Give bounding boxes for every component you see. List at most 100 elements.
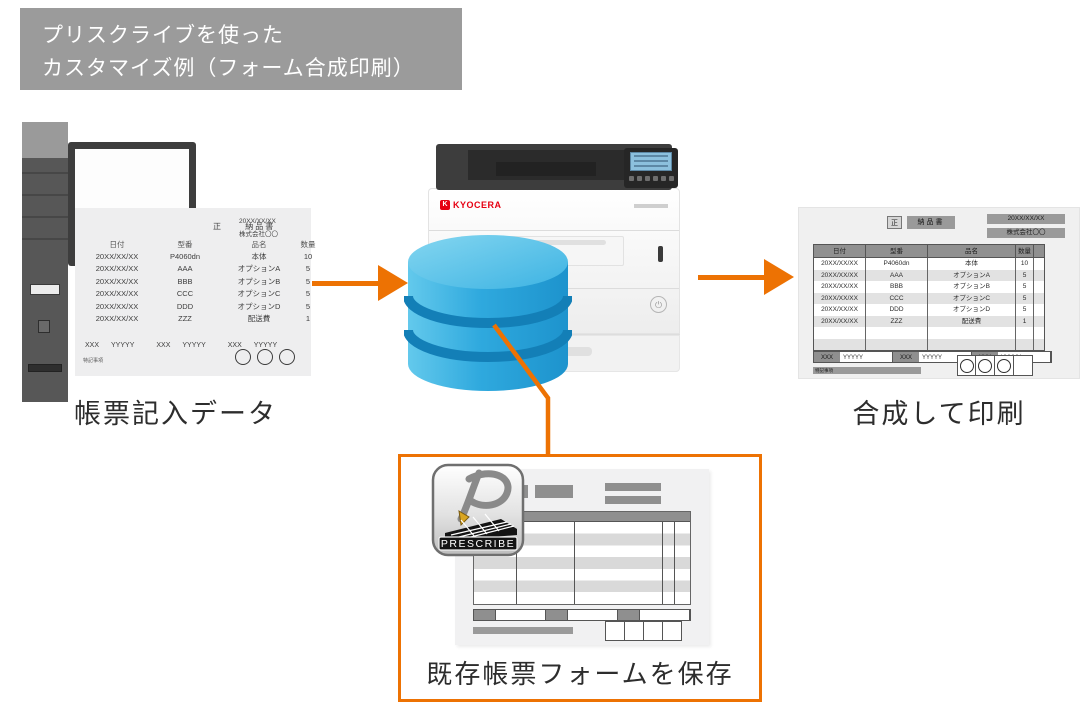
table-cell: オプションC bbox=[928, 292, 1016, 304]
formed-stamps bbox=[957, 355, 1033, 376]
column-header: 数量 bbox=[1016, 245, 1034, 258]
printer-output-tray bbox=[436, 144, 678, 190]
printer-usb-slot-icon bbox=[658, 246, 663, 262]
table-cell: XXX bbox=[156, 342, 171, 349]
table-cell bbox=[1016, 327, 1034, 339]
formed-table-header: 日付型番品名数量 bbox=[814, 245, 1044, 258]
page-title-line1: プリスクライブを使った bbox=[42, 24, 284, 47]
footer-cell: XXX bbox=[893, 352, 919, 362]
table-cell: BBB bbox=[177, 276, 193, 286]
table-cell: AAA bbox=[177, 264, 193, 274]
invoice-note: 特記事項 bbox=[83, 358, 104, 364]
column-header: 型番 bbox=[866, 245, 928, 258]
column-header: 品名 bbox=[928, 245, 1016, 258]
table-cell: 配送費 bbox=[928, 315, 1016, 327]
table-row: 20XX/XX/XX CCC オプションC 5 bbox=[85, 288, 319, 300]
printer-model-label bbox=[634, 204, 668, 208]
flow-arrow-left-icon bbox=[312, 265, 412, 301]
column-header bbox=[1034, 245, 1044, 258]
table-cell bbox=[1016, 338, 1034, 350]
table-cell: DDD bbox=[176, 301, 194, 311]
table-cell: 5 bbox=[1016, 304, 1034, 316]
seal-circle-icon bbox=[959, 358, 974, 373]
invoice-title: 納品書 bbox=[907, 216, 955, 229]
table-cell: 5 bbox=[305, 289, 311, 299]
plain-table-header: 日付型番品名数量 bbox=[85, 238, 319, 250]
printer-power-button-icon: ⏻ bbox=[650, 296, 667, 313]
table-cell: 5 bbox=[305, 264, 311, 274]
seal-circle-icon bbox=[257, 349, 273, 365]
table-cell: 5 bbox=[305, 276, 311, 286]
table-cell: オプションA bbox=[928, 269, 1016, 281]
table-cell: 20XX/XX/XX bbox=[95, 301, 139, 311]
plain-seals bbox=[235, 349, 295, 365]
table-cell: ZZZ bbox=[178, 314, 192, 324]
table-cell: YYYYY bbox=[111, 342, 135, 349]
invoice-note-bar: 特記事項 bbox=[813, 367, 921, 374]
table-cell: CCC bbox=[176, 289, 194, 299]
table-cell: 5 bbox=[1016, 281, 1034, 293]
table-cell bbox=[928, 327, 1016, 339]
prescribe-icon: PRESCRIBE bbox=[431, 463, 525, 557]
input-invoice-document: 正 納品書 20XX/XX/XX 株式会社〇〇 日付型番品名数量 20XX/XX… bbox=[75, 208, 316, 376]
table-cell: 10 bbox=[1016, 258, 1034, 270]
stamp-box bbox=[976, 355, 995, 376]
table-cell: YYYYY bbox=[253, 342, 278, 349]
table-cell bbox=[1034, 327, 1044, 339]
table-cell: オプションC bbox=[237, 289, 281, 299]
seal-circle-icon bbox=[235, 349, 251, 365]
invoice-company: 株式会社〇〇 bbox=[987, 228, 1065, 238]
table-cell: 5 bbox=[1016, 292, 1034, 304]
table-cell: P4060dn bbox=[866, 258, 928, 270]
table-cell: XXX bbox=[227, 342, 242, 349]
table-cell bbox=[1034, 258, 1044, 270]
table-cell: 20XX/XX/XX bbox=[95, 264, 139, 274]
input-caption: 帳票記入データ bbox=[74, 399, 277, 429]
table-cell: 本体 bbox=[251, 252, 267, 262]
pc-power-button bbox=[38, 320, 50, 333]
table-row: 20XX/XX/XX DDD オプションD 5 bbox=[85, 300, 319, 312]
pc-drive-bay bbox=[30, 284, 60, 295]
footer-cell: XXX bbox=[814, 352, 840, 362]
invoice-stamp: 正 bbox=[213, 222, 223, 231]
column-header: 日付 bbox=[109, 239, 125, 249]
table-cell: 20XX/XX/XX bbox=[814, 292, 866, 304]
table-cell: 20XX/XX/XX bbox=[814, 258, 866, 270]
footer-cell: YYYYY bbox=[840, 352, 893, 362]
output-caption: 合成して印刷 bbox=[852, 399, 1026, 429]
table-cell: CCC bbox=[866, 292, 928, 304]
page-title: プリスクライブを使った カスタマイズ例（フォーム合成印刷） bbox=[20, 8, 462, 90]
table-row bbox=[814, 338, 1044, 350]
connector-line bbox=[492, 323, 551, 460]
table-cell: 1 bbox=[1016, 315, 1034, 327]
invoice-title: 納品書 bbox=[245, 222, 276, 231]
table-cell bbox=[928, 338, 1016, 350]
stamp-box bbox=[1014, 355, 1033, 376]
table-cell: 20XX/XX/XX bbox=[95, 289, 139, 299]
table-cell bbox=[866, 338, 928, 350]
flow-arrow-right-icon bbox=[698, 259, 798, 295]
table-cell: オプションD bbox=[237, 301, 281, 311]
table-cell bbox=[1034, 304, 1044, 316]
pc-tower bbox=[22, 122, 68, 402]
table-cell: 配送費 bbox=[247, 314, 271, 324]
table-cell: ZZZ bbox=[866, 315, 928, 327]
table-cell: 5 bbox=[1016, 269, 1034, 281]
table-cell: 1 bbox=[305, 314, 311, 324]
table-cell bbox=[1034, 316, 1044, 328]
seal-circle-icon bbox=[279, 349, 295, 365]
table-cell: オプションB bbox=[928, 281, 1016, 293]
table-cell: 20XX/XX/XX bbox=[95, 276, 139, 286]
table-cell: 5 bbox=[305, 301, 311, 311]
table-cell: 20XX/XX/XX bbox=[95, 252, 139, 262]
